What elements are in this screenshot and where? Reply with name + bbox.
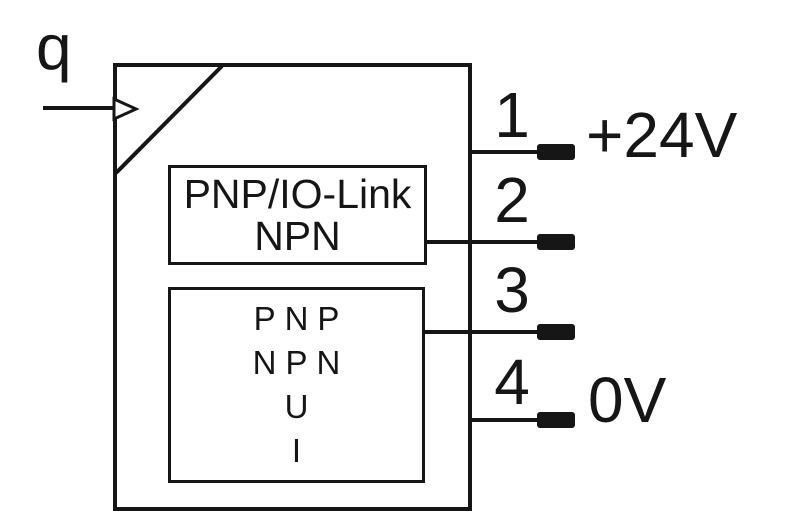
pin-4-wire — [468, 418, 537, 422]
pin-4-terminal — [537, 412, 575, 428]
analog-output-line-4: I — [291, 432, 311, 469]
pin-3-number: 3 — [494, 254, 530, 326]
pin-1-number: 1 — [494, 79, 530, 151]
pin-2-number: 2 — [494, 164, 530, 236]
switching-output-line-1: PNP/IO-Link — [183, 171, 412, 217]
analog-output-line-3: U — [284, 388, 318, 425]
analog-output-box: PNP NPN U I — [168, 287, 425, 483]
pin-1-wire — [468, 150, 537, 154]
pin-1-voltage-label: +24V — [586, 99, 738, 171]
pin-4-number: 4 — [494, 346, 530, 418]
switching-output-box: PNP/IO-Link NPN — [168, 165, 427, 265]
pin-4-voltage-label: 0V — [588, 364, 667, 436]
analog-output-line-2: NPN — [252, 344, 350, 381]
input-arrow-line — [43, 106, 114, 110]
switching-output-line-2: NPN — [254, 213, 341, 259]
pin-3-wire — [422, 330, 537, 334]
pin-3-terminal — [537, 324, 575, 340]
sensor-body-box — [113, 63, 472, 511]
pin-1-terminal — [537, 144, 575, 160]
analog-output-line-1: PNP — [253, 300, 349, 337]
pin-2-wire — [424, 240, 537, 244]
pin-2-terminal — [537, 234, 575, 250]
input-signal-label: q — [36, 11, 72, 83]
